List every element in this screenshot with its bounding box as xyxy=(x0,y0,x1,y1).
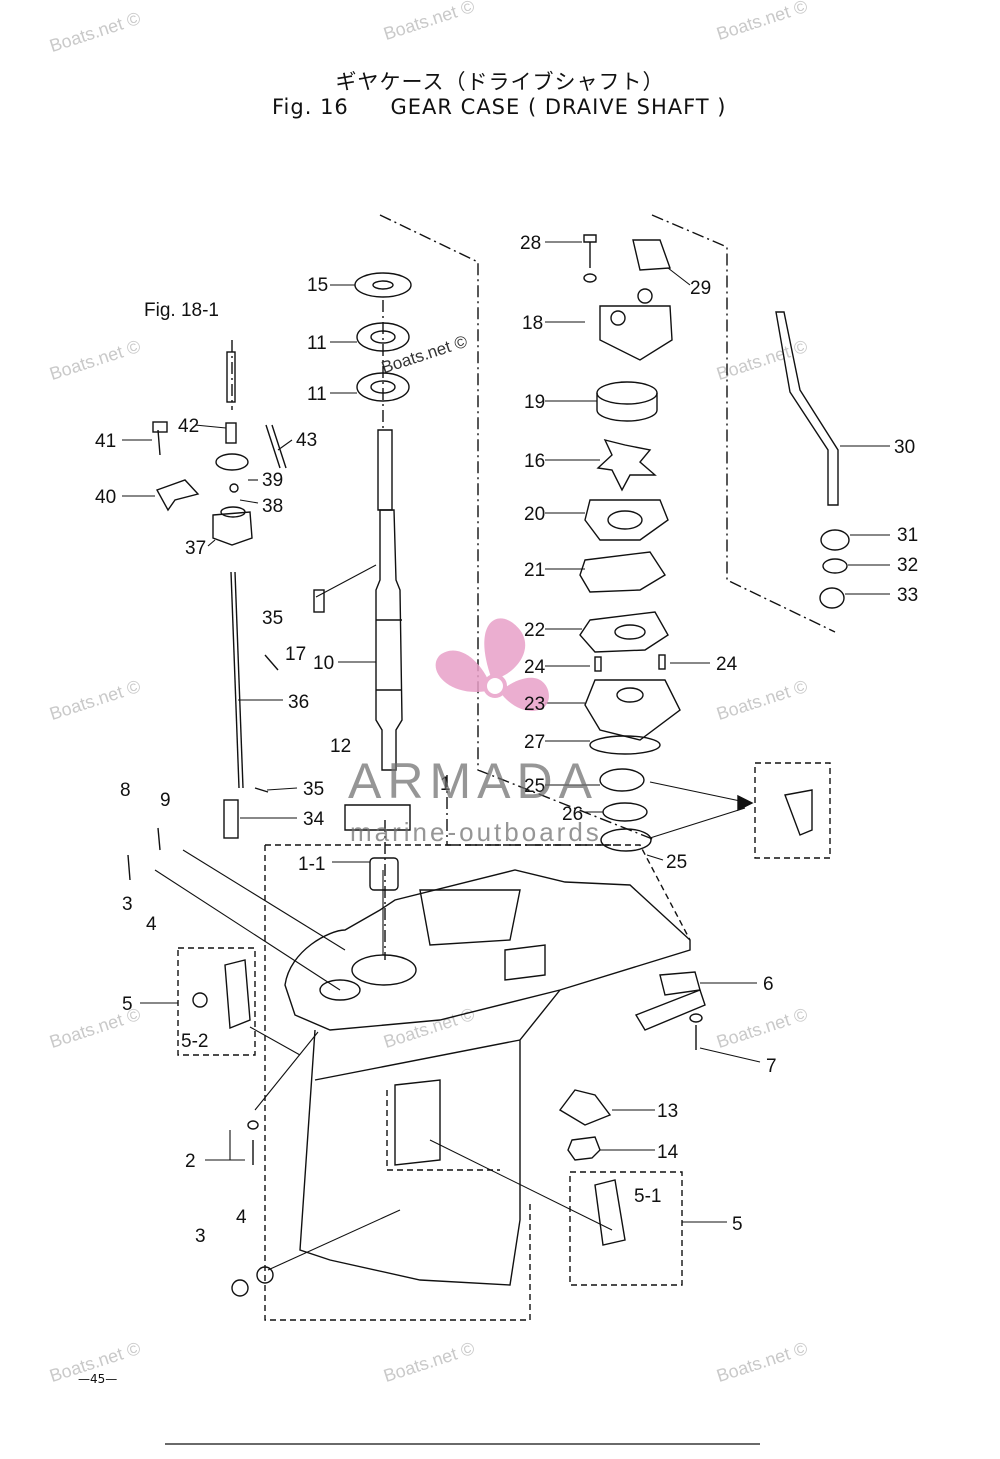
callout-20: 20 xyxy=(524,504,545,525)
callout-15: 15 xyxy=(307,275,328,296)
callout-24: 24 xyxy=(524,657,546,678)
callout-17: 17 xyxy=(285,644,306,665)
callout-24: 24 xyxy=(716,654,738,675)
figure-number: Fig. 16 xyxy=(272,95,349,119)
gear-case-housing xyxy=(284,804,691,1286)
callout-23: 23 xyxy=(524,694,545,715)
callout-5-1: 5-1 xyxy=(634,1186,661,1207)
callout-33: 33 xyxy=(897,585,918,606)
callout-30: 30 xyxy=(894,437,915,458)
callout-28: 28 xyxy=(520,233,541,254)
callout-27: 27 xyxy=(524,732,545,753)
shift-parts xyxy=(152,351,325,839)
callout-9: 9 xyxy=(160,790,171,811)
callout-1-1: 1-1 xyxy=(298,854,325,875)
page-number: —45— xyxy=(78,1372,118,1386)
callout-35: 35 xyxy=(262,608,283,629)
callout-43: 43 xyxy=(296,430,317,451)
callout-5-2: 5-2 xyxy=(181,1031,208,1052)
callout-3: 3 xyxy=(122,894,133,915)
callout-2: 2 xyxy=(185,1151,196,1172)
callout-10: 10 xyxy=(313,653,334,674)
title-japanese: ギヤケース（ドライブシャフト） xyxy=(335,70,665,94)
brand-name: ARMADA xyxy=(348,753,598,809)
drive-shaft xyxy=(375,429,403,771)
brand-tagline: marine-outboards xyxy=(350,817,602,847)
callout-19: 19 xyxy=(524,392,545,413)
callout-14: 14 xyxy=(657,1142,679,1163)
callout-31: 31 xyxy=(897,525,918,546)
callout-labels: 1 1-1 2 3 3 4 4 5 5 5-1 5-2 6 7 8 9 10 1… xyxy=(95,233,918,1247)
callout-18: 18 xyxy=(522,313,543,334)
upper-bearings xyxy=(354,272,412,402)
callout-7: 7 xyxy=(766,1056,777,1077)
callout-8: 8 xyxy=(120,780,131,801)
callout-40: 40 xyxy=(95,487,116,508)
callout-5: 5 xyxy=(122,994,133,1015)
callout-13: 13 xyxy=(657,1101,678,1122)
callout-34: 34 xyxy=(303,809,325,830)
callout-12: 12 xyxy=(330,736,351,757)
armada-logo xyxy=(435,618,549,711)
callout-41: 41 xyxy=(95,431,116,452)
dashed-outlines xyxy=(177,762,831,1321)
pinion-gear xyxy=(558,1089,612,1161)
callout-25: 25 xyxy=(666,852,687,873)
callout-36: 36 xyxy=(288,692,309,713)
figure-title: GEAR CASE ( DRAIVE SHAFT ) xyxy=(390,95,727,119)
seal-detail xyxy=(784,789,813,836)
callout-26: 26 xyxy=(562,804,583,825)
callout-38: 38 xyxy=(262,496,283,517)
callout-1: 1 xyxy=(440,774,451,795)
anodes xyxy=(127,827,706,1297)
callout-39: 39 xyxy=(262,470,283,491)
callout-21: 21 xyxy=(524,560,545,581)
title-english-line: Fig. 16 GEAR CASE ( DRAIVE SHAFT ) xyxy=(272,95,727,119)
callout-3: 3 xyxy=(195,1226,206,1247)
callout-37: 37 xyxy=(185,538,206,559)
callout-11: 11 xyxy=(307,333,327,354)
water-tube xyxy=(775,311,850,609)
callout-25: 25 xyxy=(524,776,545,797)
reference-fig-18-1: Fig. 18-1 xyxy=(144,300,219,321)
callout-42: 42 xyxy=(178,416,199,437)
callout-32: 32 xyxy=(897,555,918,576)
leader-lines xyxy=(122,241,890,1271)
callout-11: 11 xyxy=(307,384,327,405)
callout-22: 22 xyxy=(524,620,545,641)
callout-4: 4 xyxy=(146,914,157,935)
callout-5: 5 xyxy=(732,1214,743,1235)
callout-16: 16 xyxy=(524,451,545,472)
callout-4: 4 xyxy=(236,1207,247,1228)
callout-29: 29 xyxy=(690,278,711,299)
water-pump xyxy=(579,234,681,852)
callout-35: 35 xyxy=(303,779,324,800)
arrow-head xyxy=(737,794,754,812)
callout-6: 6 xyxy=(763,974,774,995)
